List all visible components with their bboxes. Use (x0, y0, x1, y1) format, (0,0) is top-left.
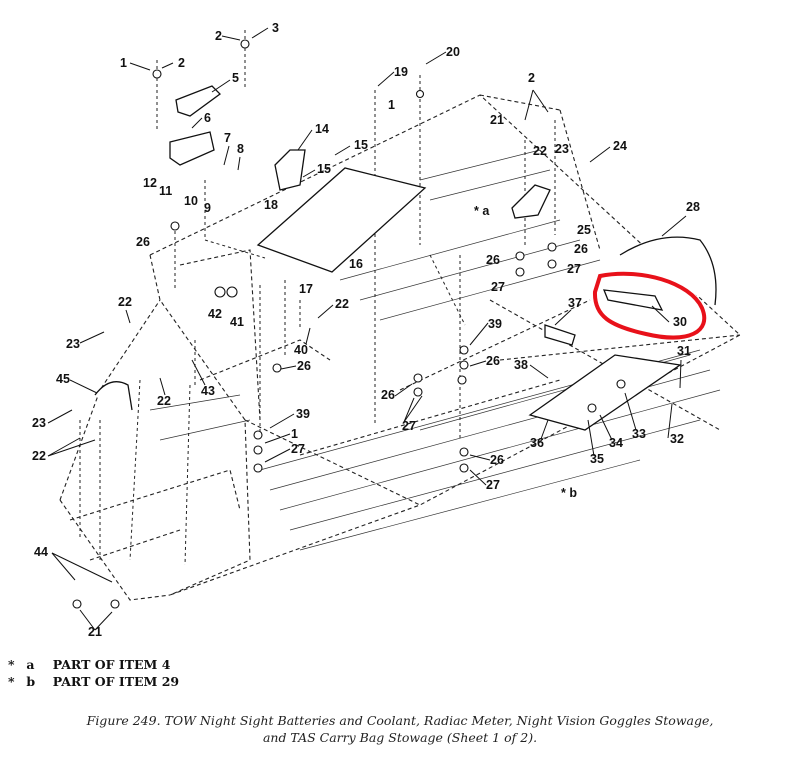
callout-21: 21 (490, 113, 504, 127)
footnote-star: * (8, 657, 15, 672)
callout-24: 24 (613, 139, 627, 153)
callout-15: 15 (354, 138, 368, 152)
callout-39: 39 (296, 407, 310, 421)
callout-31: 31 (677, 344, 691, 358)
callout-37: 37 (568, 296, 582, 310)
callout-7: 7 (224, 131, 231, 145)
footnote-b: * b PART OF ITEM 29 (8, 673, 179, 690)
callout-45: 45 (56, 372, 70, 386)
callout-9: 9 (204, 201, 211, 215)
callout-23: 23 (555, 142, 569, 156)
footnote-letter: b (26, 674, 36, 689)
vehicle-outline-dashed (59, 94, 741, 601)
callout-26: 26 (297, 359, 311, 373)
footnotes: * a PART OF ITEM 4 * b PART OF ITEM 29 (8, 656, 179, 690)
parts (94, 85, 717, 431)
footnote-letter: a (26, 657, 35, 672)
footnote-a: * a PART OF ITEM 4 (8, 656, 179, 673)
callout-1: 1 (291, 427, 298, 441)
callout-41: 41 (230, 315, 244, 329)
callout-15: 15 (317, 162, 331, 176)
callout-2: 2 (528, 71, 535, 85)
exploded-parts-diagram: 1 2 2 3 5 6 7 8 9 10 11 12 26 14 15 15 1… (32, 21, 741, 639)
callout-27: 27 (486, 478, 500, 492)
callout-26: 26 (486, 253, 500, 267)
deck-hatching (149, 149, 721, 551)
callout-2: 2 (215, 29, 222, 43)
callout-arrows (47, 27, 687, 631)
callout-20: 20 (446, 45, 460, 59)
callout-38: 38 (514, 358, 528, 372)
strap-part-28 (619, 236, 717, 306)
callout-3: 3 (272, 21, 279, 35)
callout-12: 12 (143, 176, 157, 190)
callout-8: 8 (237, 142, 244, 156)
footnote-text: PART OF ITEM 4 (52, 657, 171, 672)
callout-27: 27 (567, 262, 581, 276)
clamp-part-a (511, 184, 551, 219)
callout-22: 22 (118, 295, 132, 309)
callout-26: 26 (486, 354, 500, 368)
caption-line-2: and TAS Carry Bag Stowage (Sheet 1 of 2)… (262, 730, 538, 745)
callout-34: 34 (609, 436, 623, 450)
callout-10: 10 (184, 194, 198, 208)
callout-43: 43 (201, 384, 215, 398)
mounting-plate-part-16 (256, 167, 427, 273)
callout-5: 5 (232, 71, 239, 85)
bracket-part-30 (602, 289, 664, 311)
callout-44: 44 (34, 545, 48, 559)
callout-40: 40 (294, 343, 308, 357)
callout-22: 22 (157, 394, 171, 408)
callout-33: 33 (632, 427, 646, 441)
tray-part-b (528, 354, 682, 431)
figure-caption: Figure 249. TOW Night Sight Batteries an… (0, 712, 800, 746)
sight-mount-part-14 (274, 149, 306, 191)
callout-28: 28 (686, 200, 700, 214)
strap-part-45 (94, 381, 133, 411)
hardware-washers (72, 39, 626, 609)
callout-26: 26 (381, 388, 395, 402)
callout-17: 17 (299, 282, 313, 296)
highlight-circle (592, 271, 707, 340)
callout-a: * a (474, 204, 490, 218)
bracket-part-37 (544, 324, 576, 346)
callout-2: 2 (178, 56, 185, 70)
callout-26: 26 (136, 235, 150, 249)
callout-27: 27 (491, 280, 505, 294)
callout-22: 22 (335, 297, 349, 311)
callout-1: 1 (120, 56, 127, 70)
callout-11: 11 (159, 184, 172, 198)
callout-30: 30 (673, 315, 687, 329)
callout-39: 39 (488, 317, 502, 331)
callout-b: * b (561, 486, 577, 500)
callout-16: 16 (349, 257, 363, 271)
callout-6: 6 (204, 111, 211, 125)
callout-18: 18 (264, 198, 278, 212)
hinge-bracket-part-6 (169, 131, 215, 166)
bracket-part-5 (175, 85, 221, 117)
callout-26: 26 (574, 242, 588, 256)
callout-27: 27 (291, 442, 305, 456)
callout-22: 22 (32, 449, 46, 463)
footnote-star: * (8, 674, 15, 689)
callout-32: 32 (670, 432, 684, 446)
callout-21: 21 (88, 625, 102, 639)
callout-23: 23 (66, 337, 80, 351)
caption-line-1: Figure 249. TOW Night Sight Batteries an… (86, 713, 714, 728)
callout-36: 36 (530, 436, 544, 450)
callout-19: 19 (394, 65, 408, 79)
callout-22: 22 (533, 144, 547, 158)
callout-14: 14 (315, 122, 329, 136)
callout-26: 26 (490, 453, 504, 467)
callout-25: 25 (577, 223, 591, 237)
callout-35: 35 (590, 452, 604, 466)
callout-27: 27 (402, 419, 416, 433)
callout-1: 1 (388, 98, 395, 112)
assembly-leader-lines (79, 30, 556, 566)
callout-42: 42 (208, 307, 222, 321)
footnote-text: PART OF ITEM 29 (52, 674, 180, 689)
callout-23: 23 (32, 416, 46, 430)
